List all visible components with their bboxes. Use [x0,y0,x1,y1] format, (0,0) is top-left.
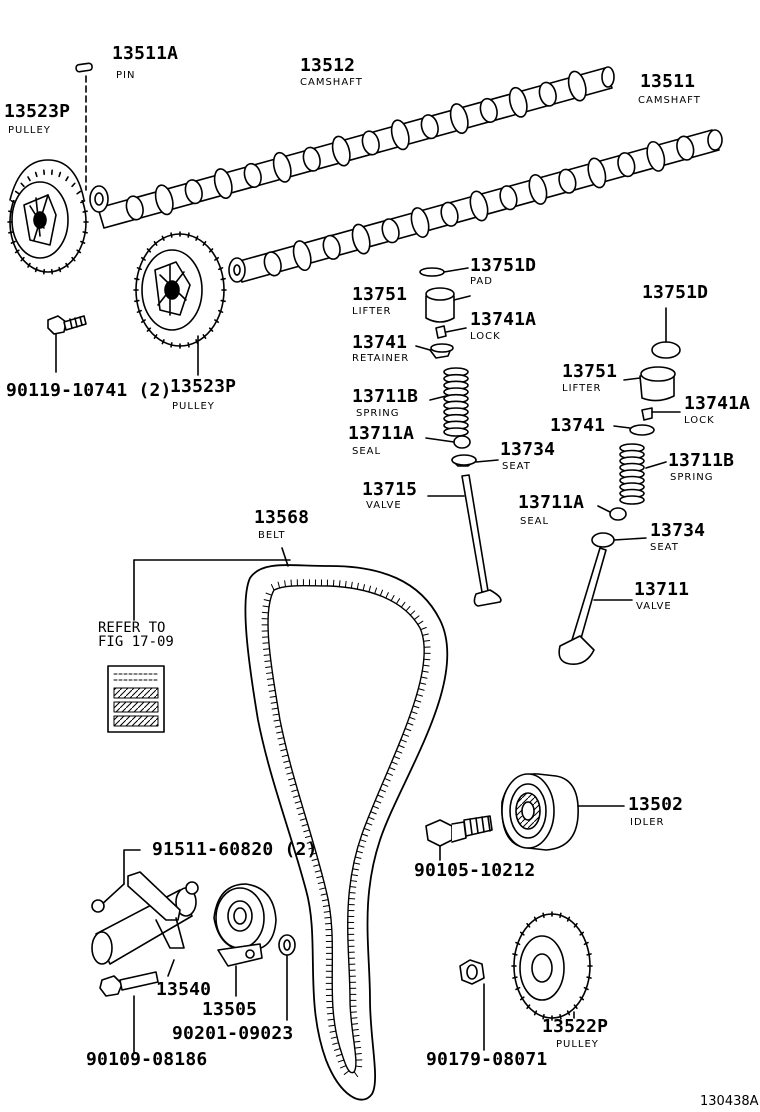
part-number-lock-2: 13741A [684,393,751,414]
pulley-left-icon [7,159,89,275]
part-name-lock-2: LOCK [684,415,715,426]
part-name-pin: PIN [116,70,136,81]
part-number-pad-1: 13751D [470,255,537,276]
tensioner-icon [91,849,199,977]
part-name-valve-1: VALVE [366,500,402,511]
part-name-crank-pulley: PULLEY [556,1039,599,1050]
nut-pulley-icon [459,959,485,1051]
part-number-crank-pulley: 13522P [542,1016,609,1037]
part-number-tensioner-pulley: 13505 [202,999,258,1020]
part-number-idler: 13502 [628,794,684,815]
part-number-spring-1: 13711B [352,386,419,407]
part-name-idler: IDLER [630,817,665,828]
valve-train-1-icon [415,267,502,607]
part-number-lifter-2: 13751 [562,361,618,382]
washer-icon [278,934,296,1021]
part-number-pad-2: 13751D [642,282,709,303]
part-name-pulley-center: PULLEY [172,401,215,412]
part-number-valve-1: 13715 [362,479,418,500]
camshaft-lower-icon [228,129,723,283]
part-name-retainer-1: RETAINER [352,353,410,364]
camshaft-upper-icon [89,66,615,229]
part-name-pulley-left: PULLEY [8,125,51,136]
part-name-camshaft-lower: CAMSHAFT [638,95,701,106]
part-name-seal-1: SEAL [352,446,382,457]
part-number-valve-2: 13711 [634,579,690,600]
part-name-lock-1: LOCK [470,331,501,342]
tensioner-pulley-icon [213,883,277,997]
part-name-pad-1: PAD [470,276,493,287]
pin-icon [75,62,93,191]
reference-chart-icon [107,665,165,733]
part-number-tensioner: 13540 [156,979,212,1000]
bolt-idler-icon [425,815,493,861]
part-number-pin: 13511A [112,43,179,64]
part-number-lifter-1: 13751 [352,284,408,305]
part-name-seal-2: SEAL [520,516,550,527]
part-number-washer: 90201-09023 [172,1023,294,1044]
part-name-valve-2: VALVE [636,601,672,612]
part-number-retainer-2: 13741 [550,415,606,436]
part-number-pulley-center: 13523P [170,376,237,397]
part-number-camshaft-lower: 13511 [640,71,696,92]
valve-train-2-icon [558,307,681,666]
part-number-bolt-pulley: 90119-10741 (2) [6,380,172,401]
figure-id: 130438A [700,1094,759,1109]
part-name-seat-1: SEAT [502,461,531,472]
part-name-belt: BELT [258,530,286,541]
part-number-seal-1: 13711A [348,423,415,444]
part-number-belt: 13568 [254,507,310,528]
part-number-seal-2: 13711A [518,492,585,513]
crank-pulley-icon [511,911,593,1021]
part-name-camshaft-upper: CAMSHAFT [300,77,363,88]
part-number-retainer-1: 13741 [352,332,408,353]
part-number-spring-2: 13711B [668,450,735,471]
idler-icon [501,773,625,851]
refer-note-line2: FIG 17-09 [98,634,174,650]
part-number-pulley-left: 13523P [4,101,71,122]
pulley-center-icon [133,231,227,376]
timing-belt-icon [133,547,449,1101]
part-number-seat-2: 13734 [650,520,706,541]
part-name-seat-2: SEAT [650,542,679,553]
part-number-seat-1: 13734 [500,439,556,460]
bolt-lower-icon [99,971,159,1053]
part-name-lifter-2: LIFTER [562,383,602,394]
part-name-spring-1: SPRING [356,408,400,419]
part-number-nut-pulley: 90179-08071 [426,1049,548,1070]
part-number-lock-1: 13741A [470,309,537,330]
part-name-spring-2: SPRING [670,472,714,483]
bolt-pulley-icon [47,315,87,373]
part-number-camshaft-upper: 13512 [300,55,356,76]
part-number-bolt-lower: 90109-08186 [86,1049,208,1070]
refer-note-line1: REFER TO [98,620,166,636]
part-number-bolt-idler: 90105-10212 [414,860,536,881]
part-number-bolt-tensioner: 91511-60820 (2) [152,839,318,860]
part-name-lifter-1: LIFTER [352,306,392,317]
